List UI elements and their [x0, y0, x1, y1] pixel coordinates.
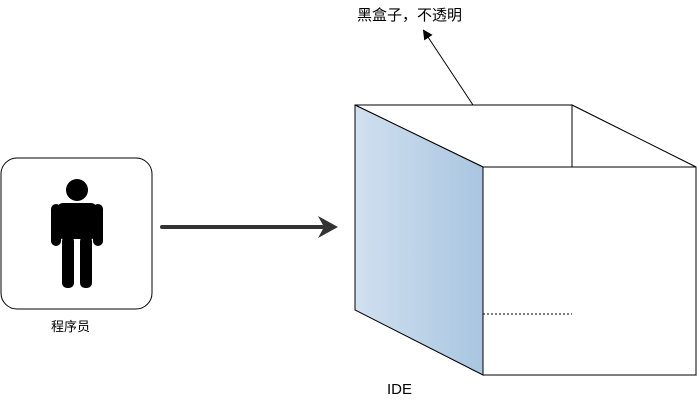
cube-note-label: 黑盒子，不透明 — [357, 6, 463, 24]
person-icon — [51, 179, 103, 288]
ide-panel — [354, 104, 484, 376]
ide-cube — [354, 104, 697, 376]
programmer-node — [0, 157, 153, 310]
note-pointer-arrow — [422, 29, 474, 106]
ide-label: IDE — [387, 381, 413, 398]
flow-arrow — [160, 216, 338, 238]
cube-front-face — [482, 166, 697, 376]
programmer-label: 程序员 — [51, 320, 91, 335]
